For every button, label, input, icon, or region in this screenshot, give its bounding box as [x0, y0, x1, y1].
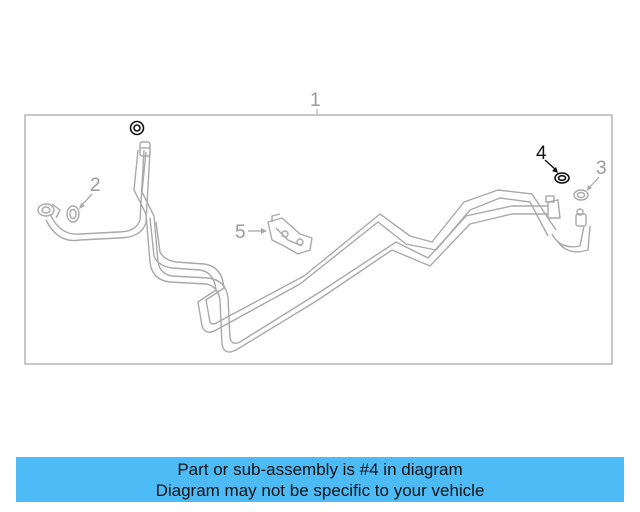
cooler-line-left — [45, 149, 151, 242]
bracket-part-5 — [267, 213, 313, 255]
callout-4-arrow — [552, 167, 558, 173]
cooler-line-right-fittings — [545, 195, 591, 253]
cooler-line-left-fitting — [37, 203, 61, 219]
callout-5: 5 — [235, 222, 246, 243]
seal-part-3 — [573, 189, 589, 201]
banner-line-2: Diagram may not be specific to your vehi… — [155, 481, 485, 500]
assembly-frame — [24, 114, 613, 365]
callout-4-leader — [544, 159, 557, 171]
callout-2: 2 — [90, 175, 101, 196]
callout-4: 4 — [536, 143, 547, 164]
callout-5-arrow — [261, 228, 267, 234]
o-ring-top — [129, 120, 145, 136]
callout-3-leader — [588, 176, 600, 189]
callout-1: 1 — [310, 90, 321, 111]
o-ring-part-4 — [554, 172, 570, 184]
callout-2-arrow — [79, 203, 85, 209]
banner-line-1: Part or sub-assembly is #4 in diagram — [177, 460, 463, 479]
info-banner: Part or sub-assembly is #4 in diagram Di… — [16, 457, 624, 502]
seal-part-2 — [66, 205, 80, 223]
callout-3-arrow — [587, 185, 592, 191]
cooler-line-top-fitting — [139, 141, 151, 157]
callout-3: 3 — [596, 158, 607, 179]
callout-2-leader — [80, 193, 93, 207]
cooler-line-main — [133, 149, 557, 353]
